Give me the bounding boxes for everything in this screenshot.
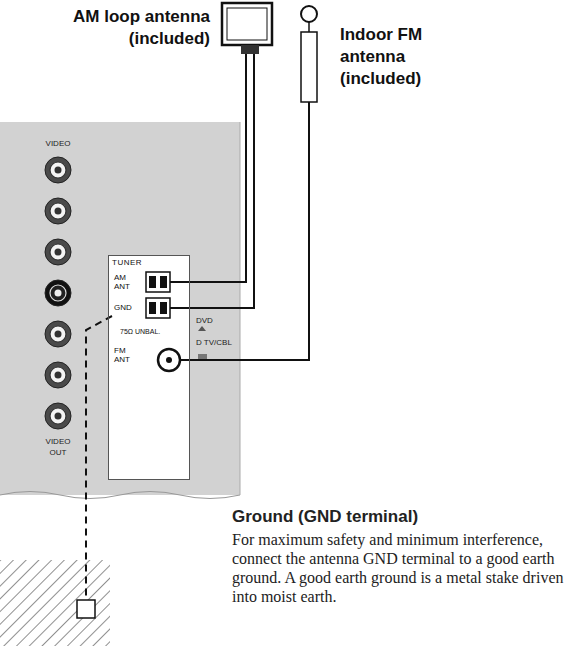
jack-label: VIDEO xyxy=(40,139,76,148)
node-label: AM loop antenna (included) xyxy=(10,6,210,50)
wire-stub xyxy=(170,281,174,283)
tuner-panel-ground xyxy=(108,255,190,480)
loop-frame xyxy=(222,3,272,45)
wire-stub xyxy=(245,54,247,60)
coax-jack xyxy=(158,349,180,371)
rca-jack-pin xyxy=(55,413,62,420)
rca-jack-ring xyxy=(50,285,66,301)
rca-jack-ring xyxy=(50,326,66,342)
rca-jack xyxy=(45,403,71,429)
node-label: TUNER xyxy=(112,258,172,267)
rca-jack-pin xyxy=(55,208,62,215)
section-heading: Ground (GND terminal) xyxy=(232,506,582,528)
rca-jack xyxy=(45,280,71,306)
jack-label: VIDEO xyxy=(40,437,76,446)
input-label: DVD xyxy=(196,316,236,325)
terminal-lever xyxy=(149,302,156,314)
rca-jack-pin xyxy=(55,290,62,297)
tuner-section: TUNER AM ANT GND 75Ω UNBAL. FM ANT xyxy=(108,255,190,480)
antenna-ribbon xyxy=(301,32,317,102)
node-drawing xyxy=(296,2,582,106)
node-label: 75Ω UNBAL. xyxy=(120,328,186,336)
rca-jack-ring xyxy=(50,367,66,383)
am-loop-antenna: AM loop antenna (included) xyxy=(10,2,278,60)
rca-jack xyxy=(45,321,71,347)
rca-jack-pin xyxy=(55,167,62,174)
antenna-wire xyxy=(188,106,309,360)
rca-jack-ring xyxy=(50,162,66,178)
wire-stub xyxy=(253,54,255,60)
antenna-wire xyxy=(174,60,246,282)
video-jacks xyxy=(45,157,71,429)
loop-base xyxy=(241,45,259,54)
rca-jack-pin xyxy=(55,372,62,379)
terminal-lever xyxy=(160,302,167,314)
rca-jack-ring xyxy=(50,408,66,424)
rca-jack-pin xyxy=(55,249,62,256)
rca-jack-pin xyxy=(55,331,62,338)
terminal-lever xyxy=(160,276,167,288)
terminal-lever xyxy=(149,276,156,288)
wire-stub xyxy=(170,307,174,309)
spring-terminal xyxy=(146,298,170,318)
input-icon xyxy=(198,326,206,331)
rca-jack xyxy=(45,157,71,183)
ground-stake xyxy=(77,600,95,618)
fm-antenna-jack: 75Ω UNBAL. FM ANT xyxy=(112,328,188,380)
rca-jack-ring xyxy=(50,203,66,219)
antenna-wire xyxy=(174,60,254,308)
spring-terminal xyxy=(146,272,170,292)
node-label: GND xyxy=(114,303,138,312)
fm-antenna: Indoor FM antenna (included) xyxy=(296,2,582,106)
node-label: Indoor FM antenna (included) xyxy=(340,24,480,90)
antenna-loop xyxy=(301,6,317,22)
loop-frame-inner xyxy=(227,8,267,40)
am-antenna-terminal: AM ANT xyxy=(112,270,174,294)
wire-stub xyxy=(308,102,310,106)
input-label: D TV/CBL xyxy=(196,338,238,347)
gnd-terminal: GND xyxy=(112,296,174,320)
note-text: For maximum safety and minimum interfere… xyxy=(232,530,584,606)
node-label: FM ANT xyxy=(114,346,138,364)
rca-jack xyxy=(45,362,71,388)
antenna-lead xyxy=(308,22,310,32)
wire-stub xyxy=(180,359,188,361)
coax-pin xyxy=(166,357,172,363)
rca-jack xyxy=(45,239,71,265)
rca-jack-ring xyxy=(50,244,66,260)
rca-jack xyxy=(45,198,71,224)
jack-label: OUT xyxy=(40,448,76,457)
panel-cut xyxy=(0,492,240,499)
node-label: AM ANT xyxy=(114,273,138,291)
earth-hatching xyxy=(0,560,110,646)
input-icon xyxy=(198,354,207,359)
